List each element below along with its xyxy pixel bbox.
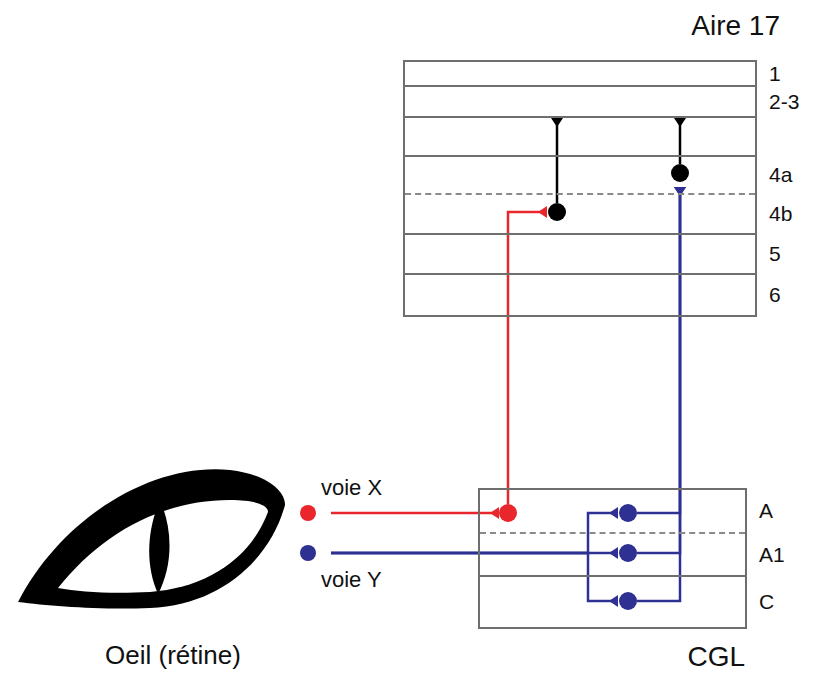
lgn-cell	[619, 504, 637, 522]
cortical-cell	[671, 164, 689, 182]
cortical-cell	[548, 203, 566, 221]
node-label: 6	[769, 283, 781, 307]
layer-line	[405, 116, 755, 118]
cortical-layer: 2-3	[405, 85, 755, 117]
lgn-nucleus: CGLAA1C	[480, 490, 745, 627]
cortical-layer: 4a	[405, 155, 755, 193]
retinal-cell	[300, 505, 316, 521]
lgn-cell	[499, 504, 517, 522]
axon-connector	[637, 187, 680, 553]
retinal-cell	[300, 545, 316, 561]
node-label: 4a	[769, 163, 792, 187]
cortex-area: Aire 1712-34a4b56	[405, 62, 755, 315]
lgn-cell	[619, 592, 637, 610]
cortical-layer: 1	[405, 62, 755, 85]
node-label: A1	[759, 542, 785, 566]
node-label: CGL	[687, 641, 745, 673]
node-label: 4b	[769, 202, 792, 226]
node-label: Aire 17	[691, 10, 780, 42]
axon-connector	[637, 187, 680, 513]
axon-connector	[331, 512, 499, 515]
eye-outline	[18, 469, 285, 608]
pathway-label: voie X	[319, 475, 384, 500]
lgn-layer: A1	[480, 532, 745, 575]
axon-connector	[556, 118, 559, 203]
eye-figure: Oeil (rétine)	[15, 465, 331, 677]
cortical-layer: 6	[405, 273, 755, 315]
axon-connector	[508, 212, 547, 504]
lgn-cell	[619, 544, 637, 562]
lgn-layer: A	[480, 490, 745, 532]
node-label: A	[759, 499, 773, 523]
lgn-layer: C	[480, 575, 745, 627]
node-label: 5	[769, 242, 781, 266]
axon-connector	[637, 187, 680, 601]
cortical-layer: 5	[405, 233, 755, 273]
node-label: C	[759, 590, 774, 614]
eye-pupil	[149, 500, 169, 594]
node-label: 1	[769, 61, 781, 85]
node-label: Oeil (rétine)	[15, 641, 331, 671]
cortical-layer: 4b	[405, 193, 755, 233]
axon-connector	[679, 118, 682, 164]
pathway-label: voie Y	[319, 567, 384, 592]
node-label: 2-3	[769, 90, 799, 114]
